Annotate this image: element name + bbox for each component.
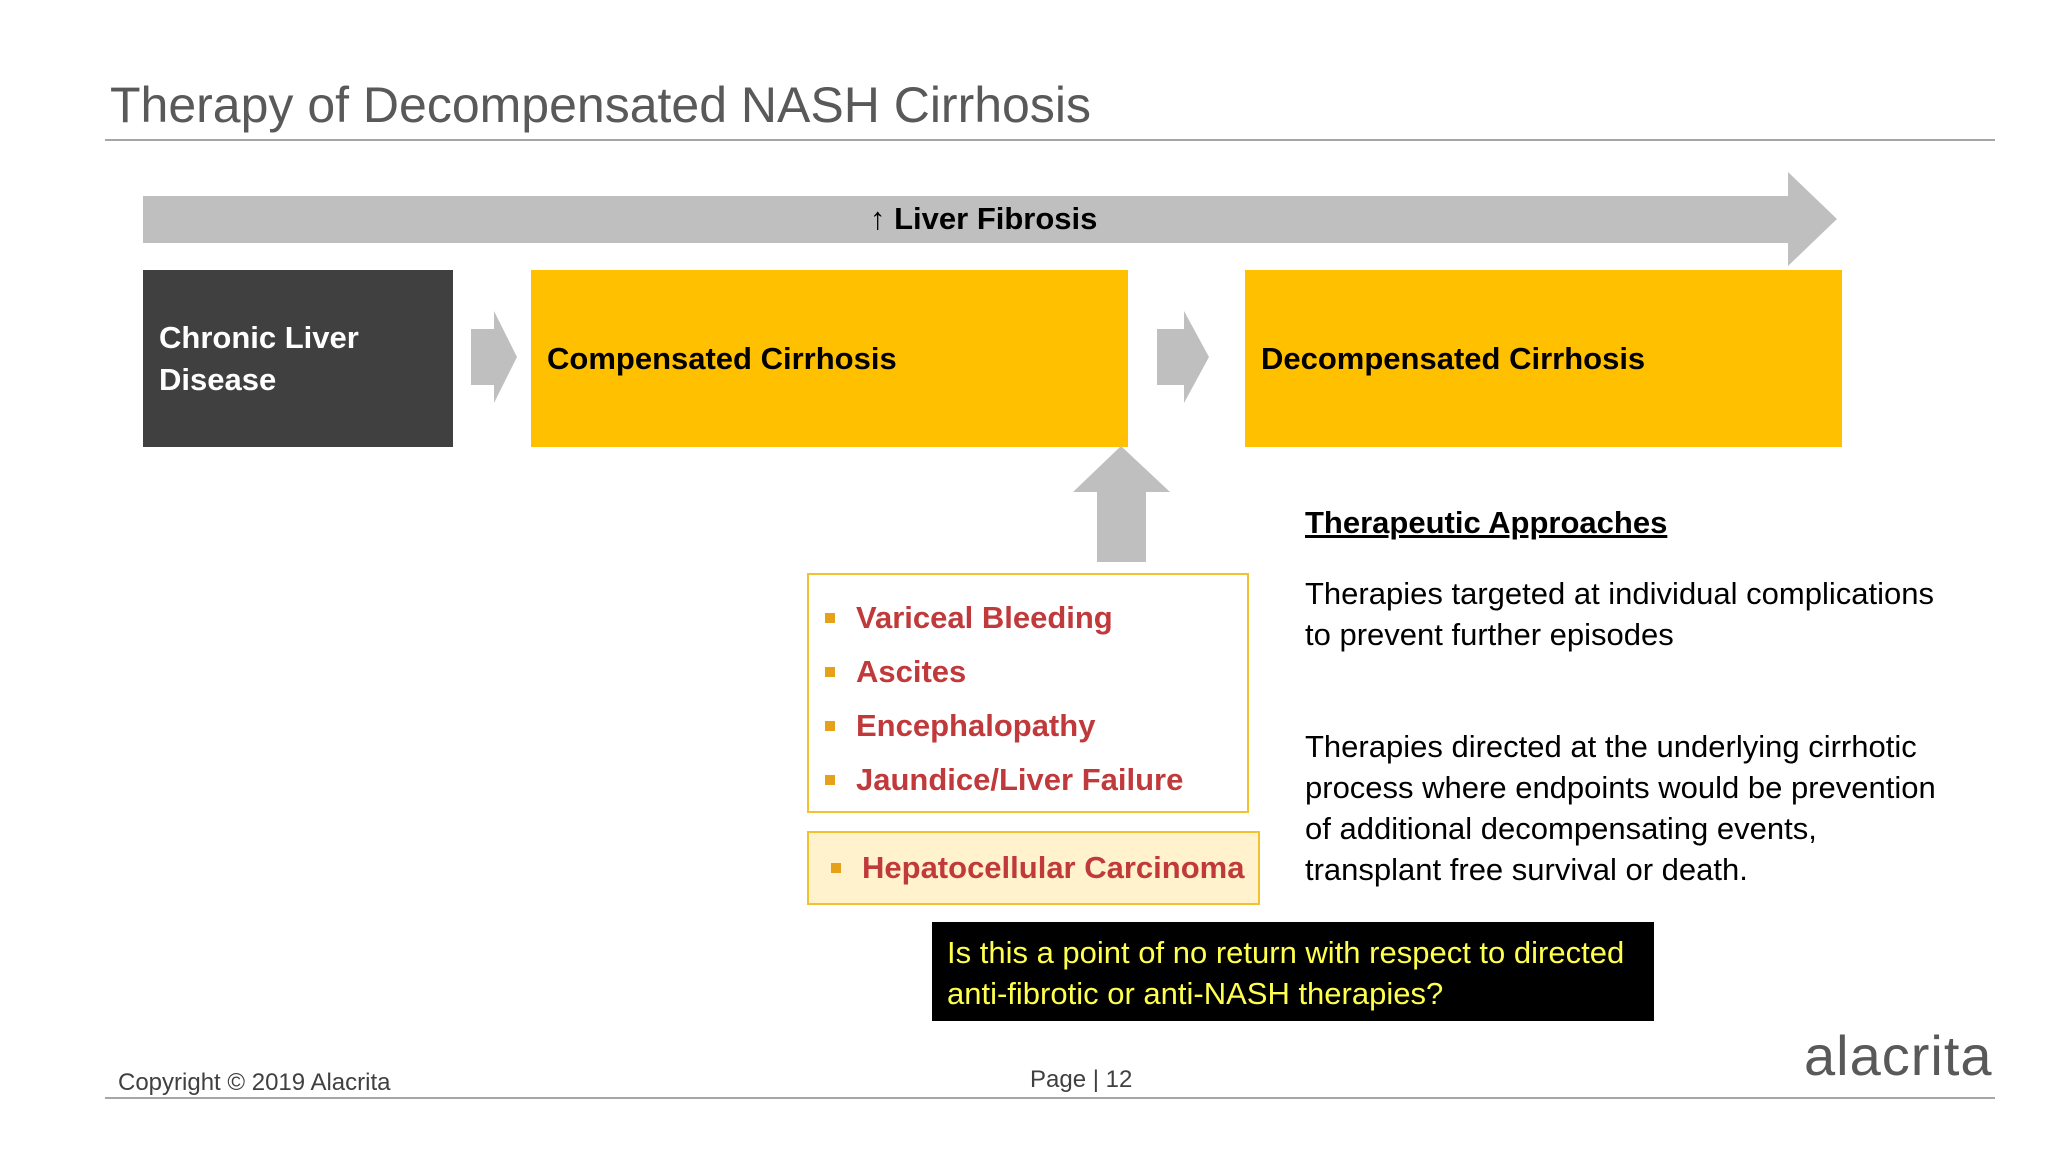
stage-label: Compensated Cirrhosis [547,340,897,376]
footer-divider [105,1097,1995,1099]
copyright-text: Copyright © 2019 Alacrita [118,1069,391,1096]
therapeutic-approaches-heading: Therapeutic Approaches [1305,505,1668,540]
stage-label-line: Disease [159,361,277,397]
bullet-icon [825,721,835,731]
stage-arrow-right [1157,311,1209,403]
stage-label-line: Chronic Liver [159,319,359,355]
slide-title: Therapy of Decompensated NASH Cirrhosis [110,77,1091,133]
complications-list: Variceal Bleeding Ascites Encephalopathy… [809,575,1247,807]
title-divider [105,139,1995,141]
stage-decompensated-cirrhosis: Decompensated Cirrhosis [1245,270,1842,447]
list-item: Ascites [825,645,1247,699]
stage-arrow-right [471,311,517,403]
stage-compensated-cirrhosis: Compensated Cirrhosis [531,270,1128,447]
stage-chronic-liver-disease: Chronic Liver Disease [143,270,453,447]
liver-fibrosis-arrow [143,172,1837,266]
page-number: Page | 12 [1030,1066,1133,1093]
liver-fibrosis-label: ↑ Liver Fibrosis [870,201,1098,236]
bullet-icon [825,775,835,785]
bullet-icon [825,613,835,623]
list-item: Encephalopathy [825,699,1247,753]
stage-label: Decompensated Cirrhosis [1261,340,1646,376]
bullet-icon [831,863,841,873]
hcc-box: Hepatocellular Carcinoma [807,831,1260,905]
bullet-icon [825,667,835,677]
hcc-label: Hepatocellular Carcinoma [862,850,1245,885]
list-item: Jaundice/Liver Failure [825,753,1247,807]
therapeutic-approach-paragraph: Therapies targeted at individual complic… [1305,576,1934,652]
question-callout: Is this a point of no return with respec… [932,922,1654,1021]
decompensation-up-arrow [1073,446,1170,562]
list-item: Variceal Bleeding [825,591,1247,645]
brand-logo: alacrita [1804,1024,1993,1087]
complications-box: Variceal Bleeding Ascites Encephalopathy… [807,573,1249,813]
therapeutic-approach-paragraph: Therapies directed at the underlying cir… [1305,729,1936,887]
